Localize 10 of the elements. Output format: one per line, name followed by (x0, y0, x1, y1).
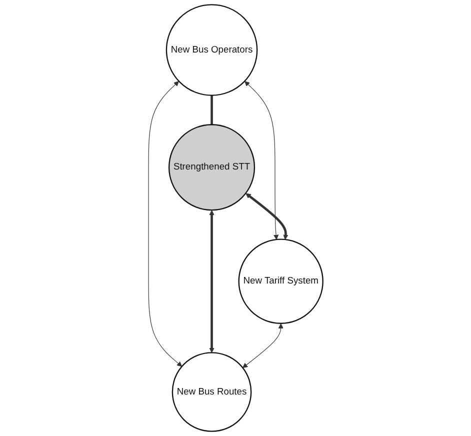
arrow (244, 81, 278, 240)
arrow (148, 81, 182, 367)
node-circle: Strengthened STT (168, 124, 255, 211)
node-circle: New Bus Routes (172, 352, 252, 432)
arrow (208, 210, 214, 353)
arrow (242, 323, 284, 368)
arrow (245, 193, 288, 240)
connector (210, 95, 213, 125)
node-circle: New Bus Operators (166, 4, 258, 96)
node-circle: New Tariff System (238, 238, 324, 324)
